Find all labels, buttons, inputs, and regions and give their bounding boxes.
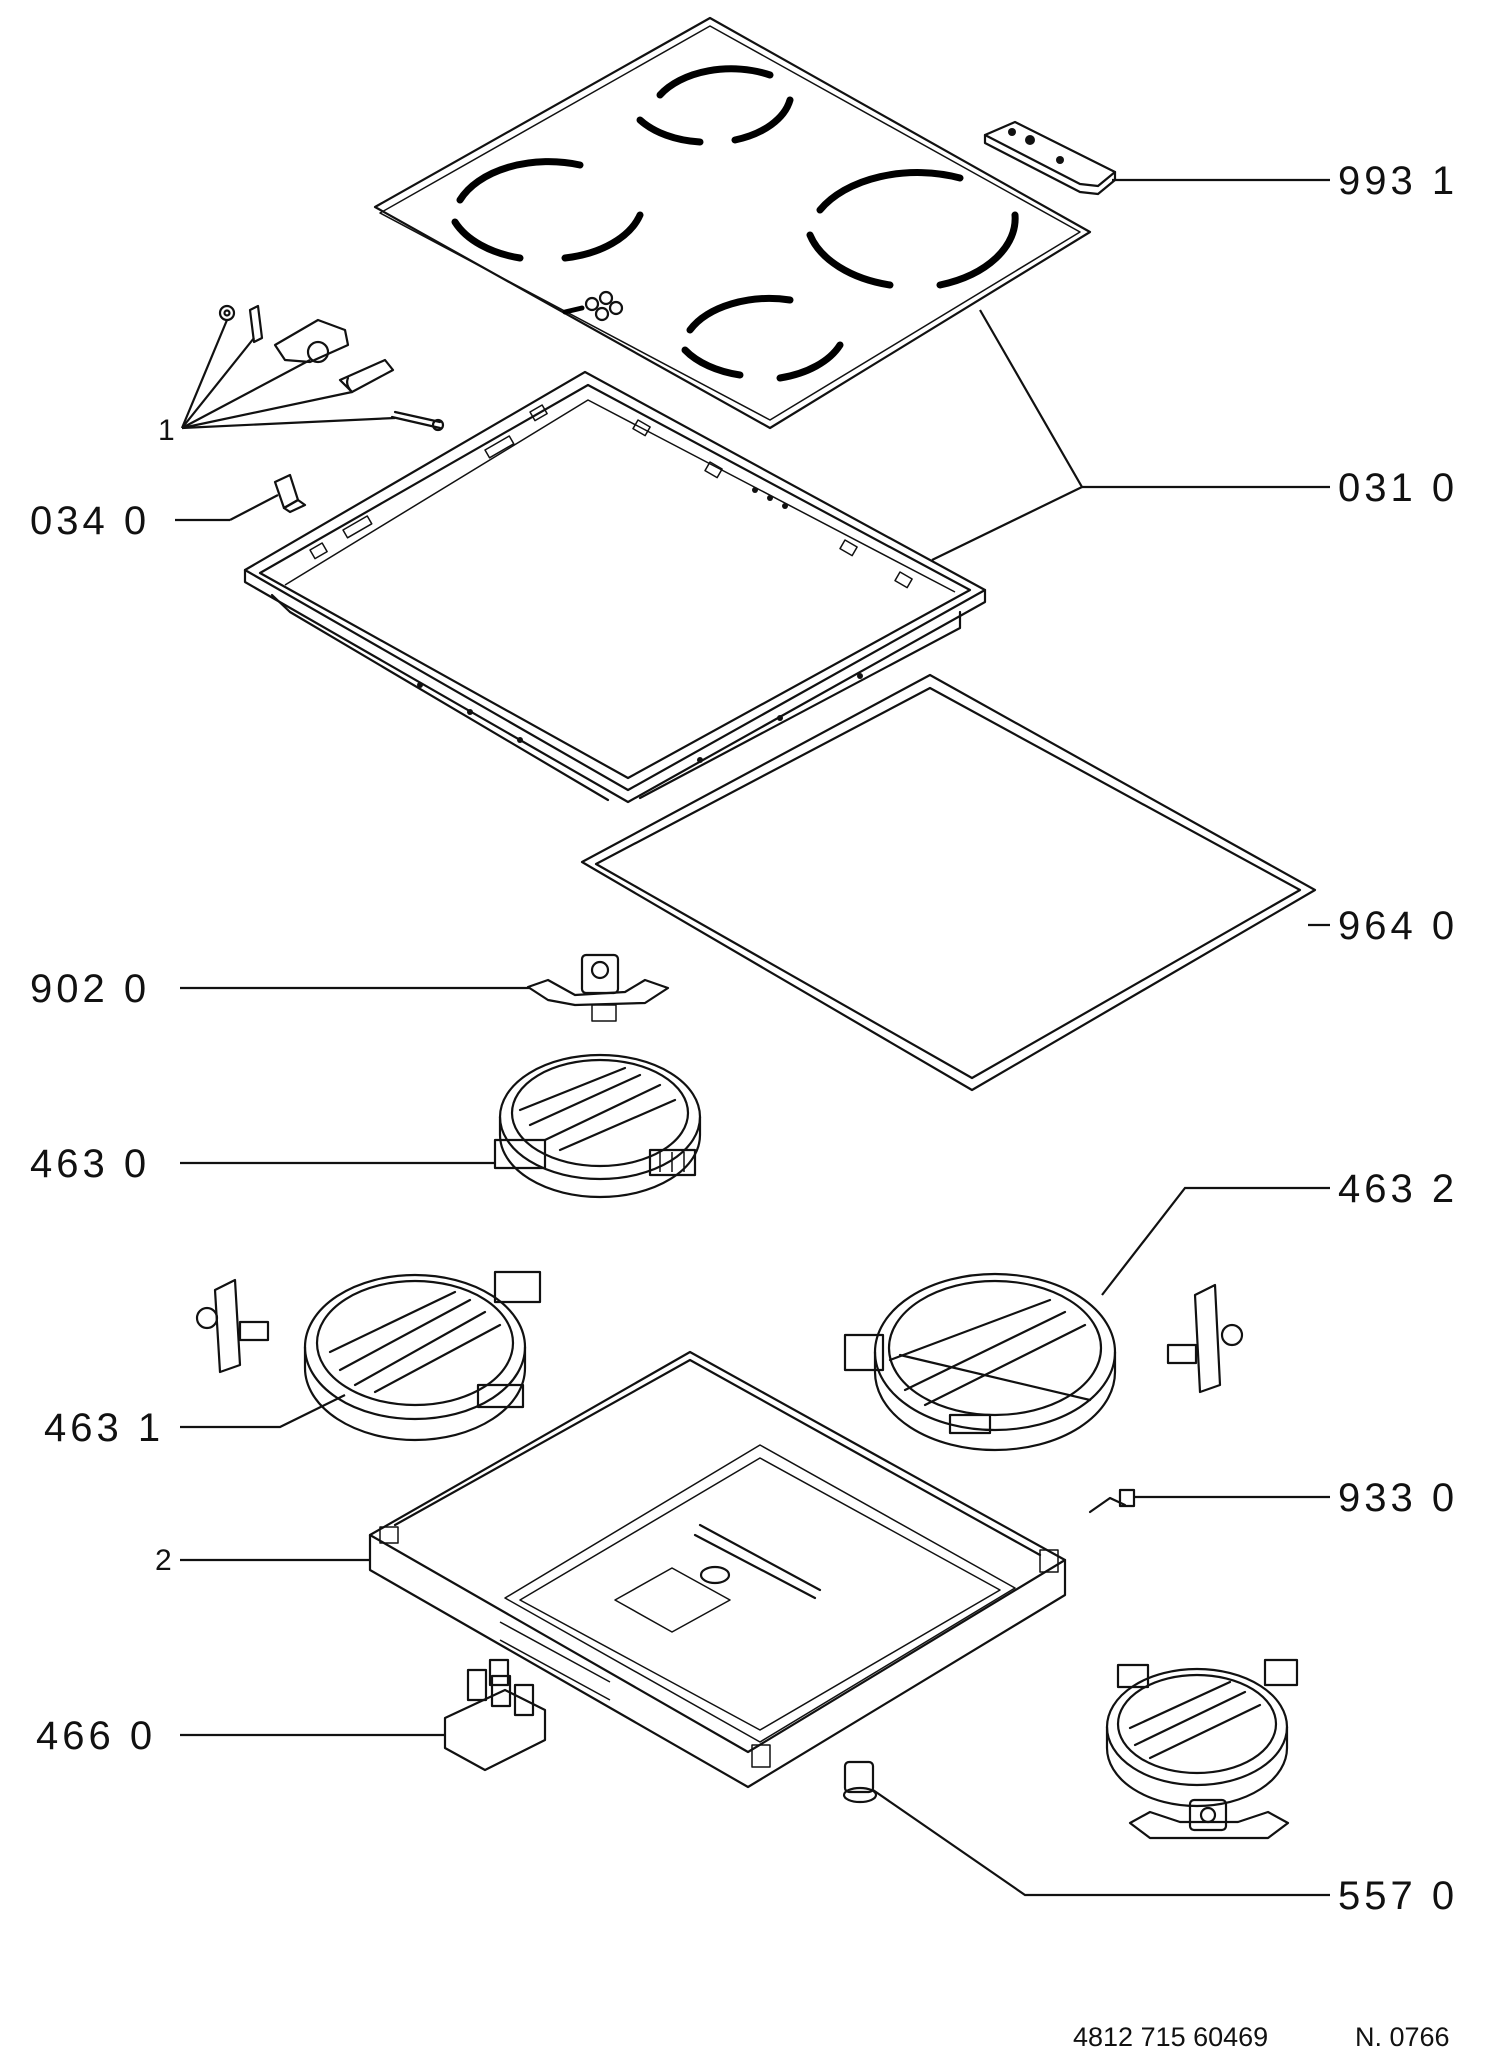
heater-clamp-bracket-left [195, 1278, 270, 1374]
part-466-0-terminal-block [443, 1658, 547, 1772]
document-number: 4812 715 60469 [1073, 2022, 1268, 2052]
callout-463-2: 463 2 [1338, 1167, 1458, 1211]
callout-2: 2 [155, 1544, 172, 1577]
callout-933-0: 933 0 [1338, 1476, 1458, 1520]
callout-1: 1 [158, 414, 175, 447]
cooking-zone-front-right-marking [681, 295, 844, 382]
part-993-1-bracket [983, 120, 1117, 196]
heater-clamp-bracket-right [1166, 1283, 1244, 1394]
cooking-zone-back-left-marking [636, 65, 794, 146]
control-symbols [562, 290, 624, 322]
callout-993-1: 993 1 [1338, 159, 1458, 203]
callout-557-0: 557 0 [1338, 1874, 1458, 1918]
part-034-0-clip [273, 473, 307, 514]
callout-463-1: 463 1 [44, 1406, 164, 1450]
part-2-bottom-tray [368, 1350, 1067, 1789]
part-463-2-radiant-heater [843, 1272, 1117, 1452]
heater-mounting-bracket-bottom [1128, 1798, 1290, 1840]
part-557-0-limiter [842, 1760, 878, 1804]
revision-number: N. 0766 [1355, 2022, 1450, 2052]
callout-031-0: 031 0 [1338, 466, 1458, 510]
callout-902-0: 902 0 [30, 967, 150, 1011]
callout-466-0: 466 0 [36, 1714, 156, 1758]
part-933-0-small-clip [1088, 1488, 1136, 1514]
leader-lines [175, 178, 1330, 1897]
small-radiant-heater-bottom-right [1105, 1658, 1299, 1808]
part-1-fastener-kit [218, 304, 445, 432]
cooking-zone-front-left-marking [451, 158, 644, 262]
callout-034-0: 034 0 [30, 499, 150, 543]
callout-463-0: 463 0 [30, 1142, 150, 1186]
cooking-zone-back-right-marking [806, 169, 1019, 289]
cooktop-frame [243, 370, 987, 804]
ceramic-glass-top [373, 16, 1092, 430]
part-463-1-radiant-heater [303, 1270, 542, 1442]
callout-964-0: 964 0 [1338, 904, 1458, 948]
part-463-0-radiant-heater [493, 1053, 702, 1199]
part-964-0-seal-gasket [580, 673, 1317, 1092]
part-902-0-mounting-bracket [526, 953, 670, 1022]
